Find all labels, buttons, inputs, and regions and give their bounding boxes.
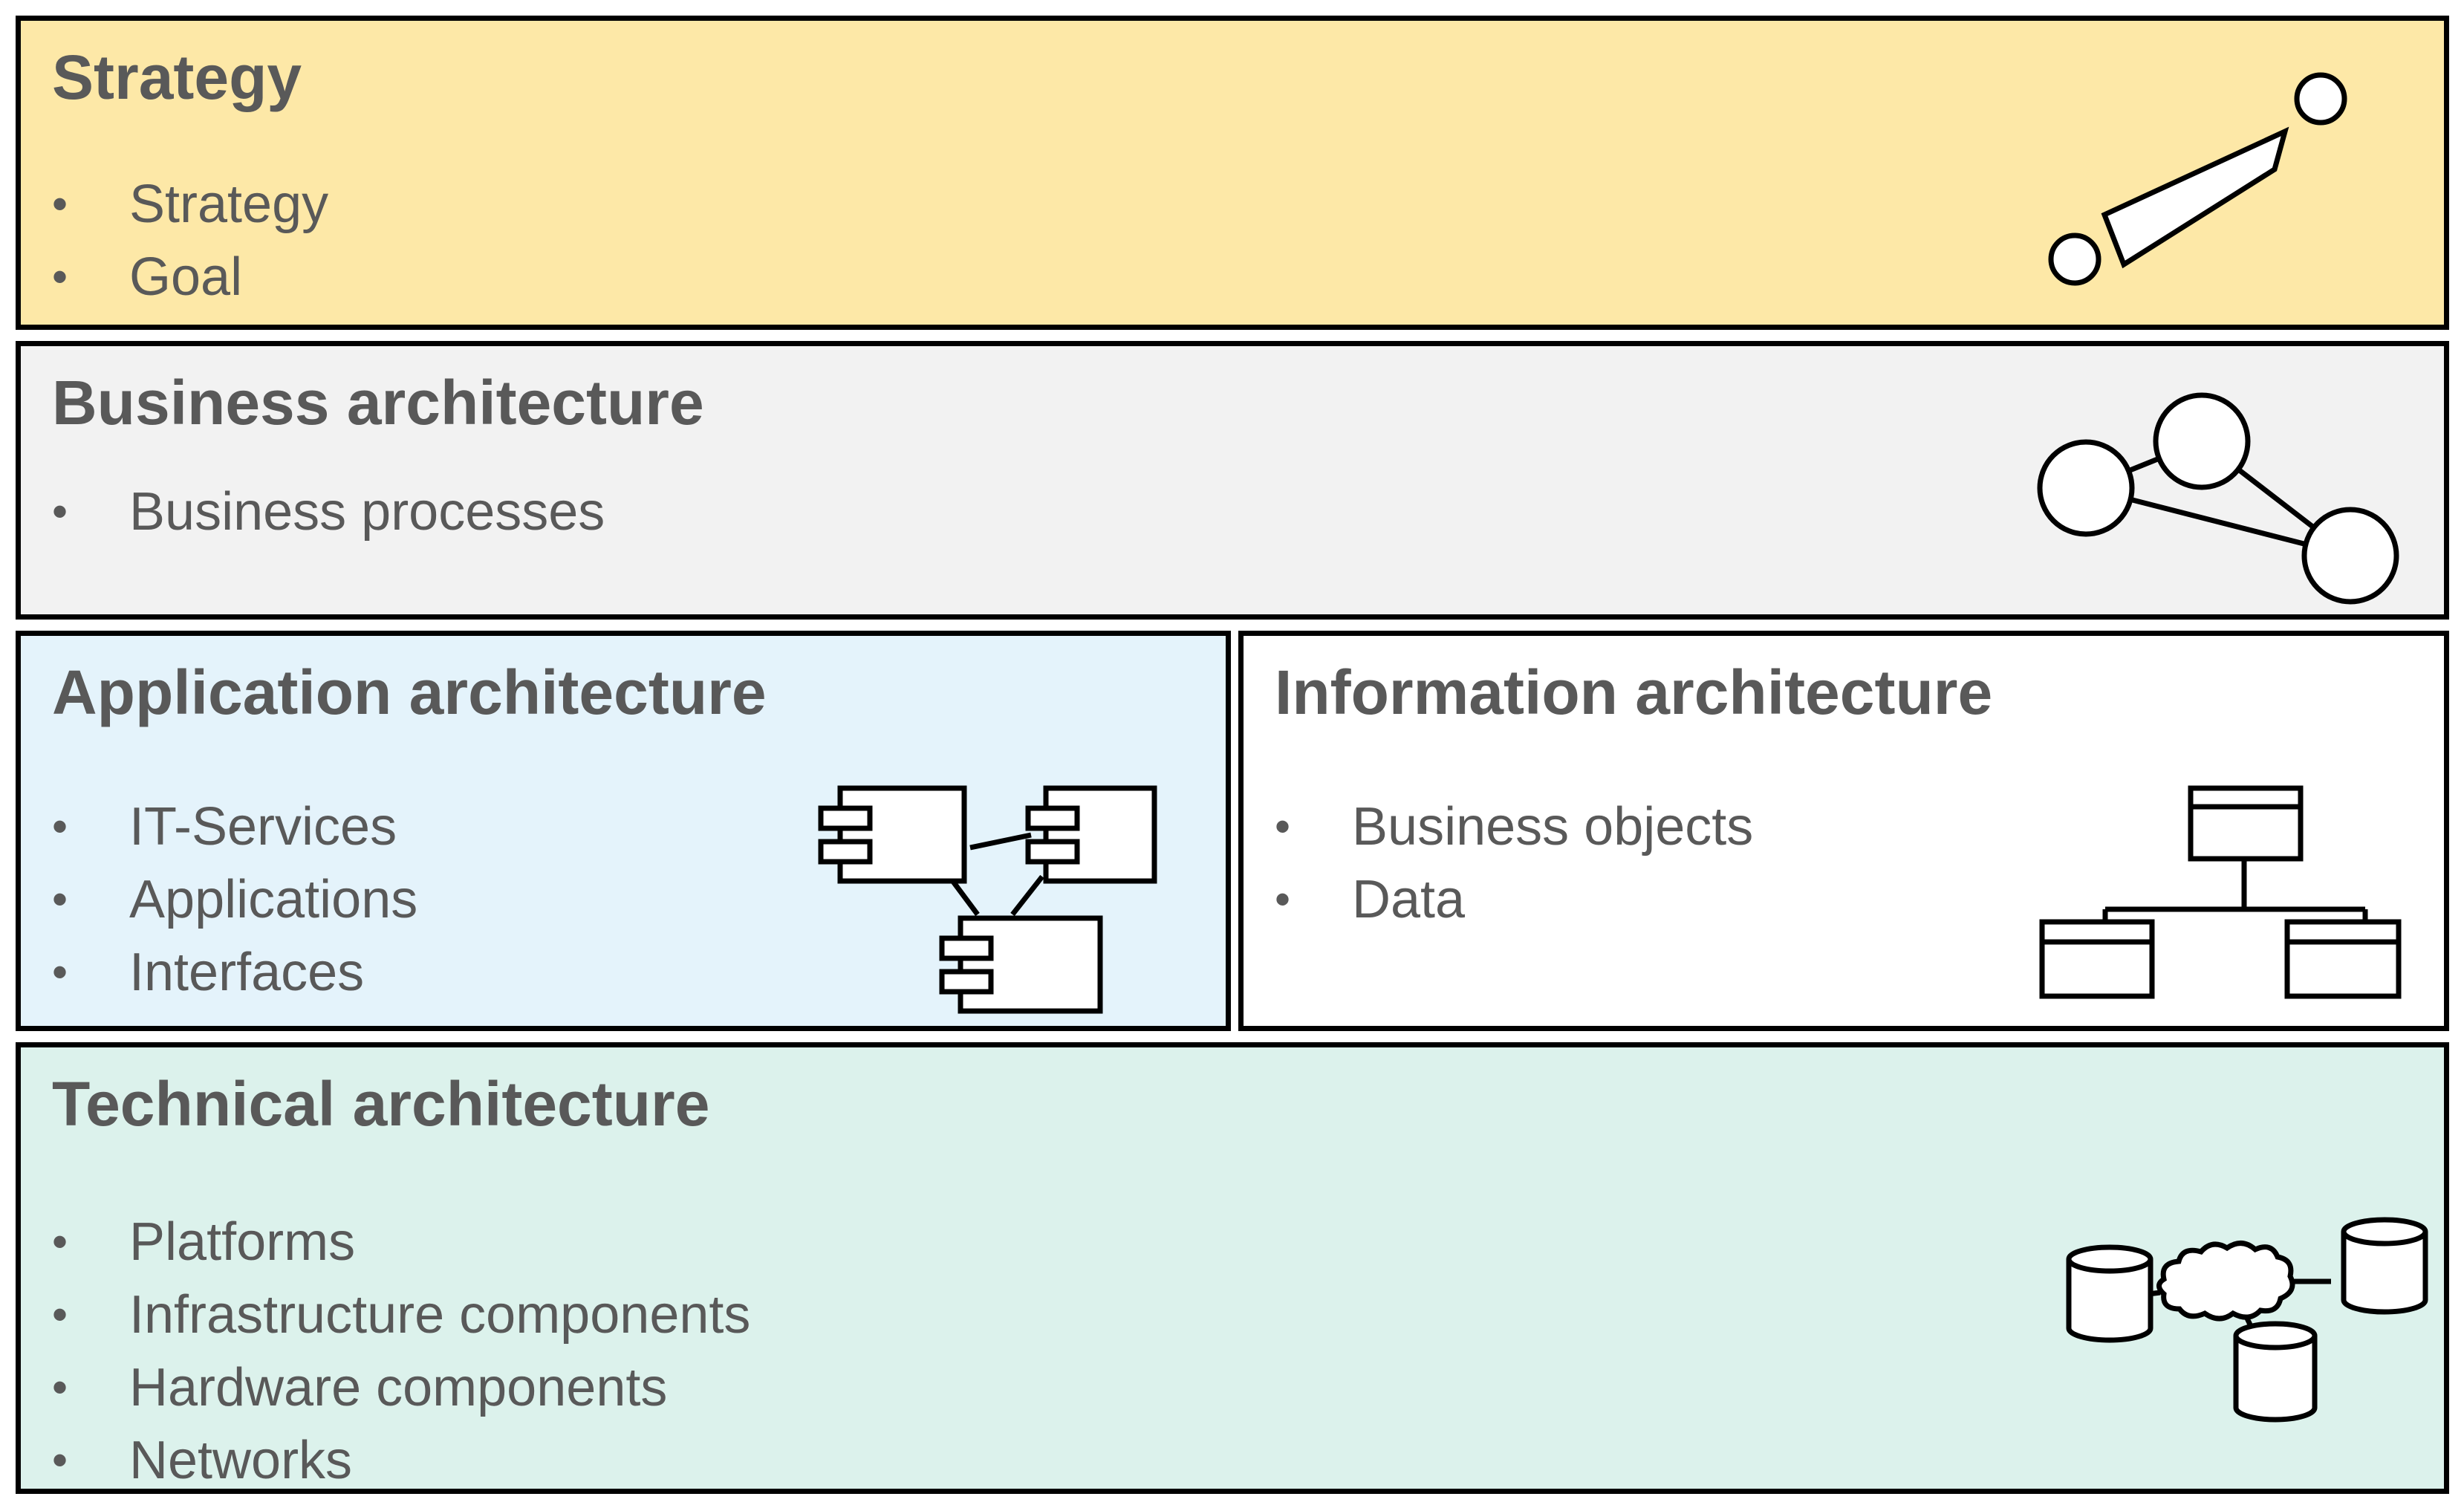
information-item-list: • Business objects • Data (1275, 790, 1753, 936)
list-item-label: Applications (129, 870, 418, 929)
information-layer: Information architecture • Business objec… (1238, 631, 2449, 1031)
list-item: • Strategy (52, 168, 328, 241)
list-item: • Networks (52, 1424, 750, 1497)
list-item: • Platforms (52, 1206, 750, 1278)
business-layer: Business architecture • Business processe… (16, 341, 2449, 620)
technical-item-list: • Platforms • Infrastructure components • H… (52, 1206, 750, 1497)
bullet-icon: • (52, 179, 68, 229)
strategy-item-list: • Strategy • Goal (52, 168, 328, 313)
list-item: • Hardware components (52, 1351, 750, 1424)
class-hierarchy-icon (2039, 785, 2402, 999)
bullet-icon: • (52, 802, 68, 851)
application-item-list: • IT-Services • Applications • Interfaces (52, 790, 417, 1009)
list-item: • Business processes (52, 475, 605, 548)
application-layer: Application architecture • IT-Services • A… (16, 631, 1231, 1031)
bullet-icon: • (52, 487, 68, 536)
list-item-label: Goal (129, 247, 243, 307)
list-item-label: Data (1352, 870, 1466, 929)
list-item: • IT-Services (52, 790, 417, 863)
list-item: • Business objects (1275, 790, 1753, 863)
list-item: • Applications (52, 863, 417, 936)
network-databases-icon (2066, 1217, 2428, 1423)
application-title: Application architecture (52, 657, 767, 727)
strategy-title: Strategy (52, 42, 302, 112)
bullet-icon: • (52, 1290, 68, 1339)
bullet-icon: • (52, 947, 68, 997)
business-item-list: • Business processes (52, 475, 605, 548)
list-item-label: IT-Services (129, 797, 397, 857)
technical-title: Technical architecture (52, 1069, 710, 1139)
list-item-label: Interfaces (129, 943, 365, 1002)
information-title: Information architecture (1275, 657, 1993, 727)
uml-component-icon (818, 785, 1157, 1014)
strategy-layer: Strategy • Strategy • Goal (16, 16, 2449, 330)
list-item-label: Business objects (1352, 797, 1754, 857)
list-item: • Interfaces (52, 936, 417, 1009)
bullet-icon: • (1275, 802, 1291, 851)
bullet-icon: • (52, 1217, 68, 1267)
bullet-icon: • (52, 1435, 68, 1485)
bullet-icon: • (52, 1362, 68, 1412)
list-item-label: Platforms (129, 1212, 356, 1272)
roadmap-arrow-icon (2048, 72, 2347, 286)
bullet-icon: • (1275, 874, 1291, 924)
business-title: Business architecture (52, 368, 704, 438)
list-item-label: Hardware components (129, 1358, 668, 1417)
list-item: • Goal (52, 241, 328, 313)
process-graph-icon (2037, 392, 2399, 605)
technical-layer: Technical architecture • Platforms • Infra… (16, 1042, 2449, 1494)
bullet-icon: • (52, 874, 68, 924)
list-item: • Data (1275, 863, 1753, 936)
list-item-label: Business processes (129, 482, 605, 542)
bullet-icon: • (52, 252, 68, 302)
list-item-label: Strategy (129, 175, 329, 234)
list-item-label: Networks (129, 1431, 353, 1490)
list-item: • Infrastructure components (52, 1278, 750, 1351)
list-item-label: Infrastructure components (129, 1285, 751, 1345)
